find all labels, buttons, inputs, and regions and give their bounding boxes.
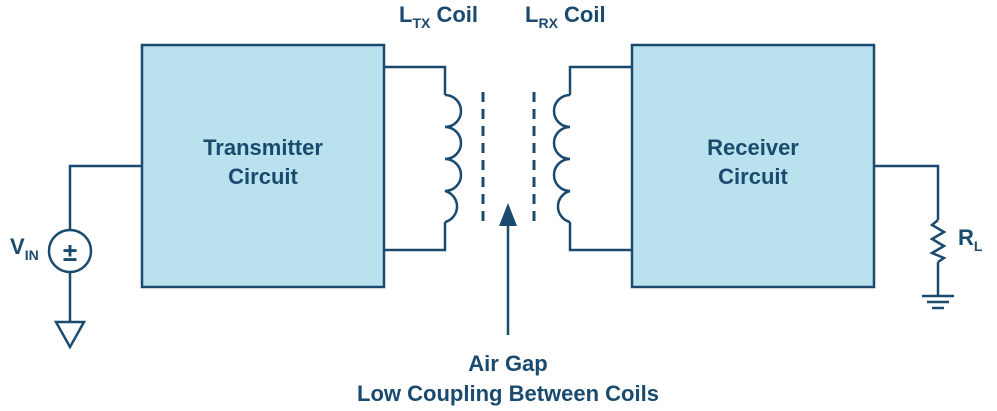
receiver-circuit-block: Receiver Circuit [630,43,876,289]
ground-triangle-icon [53,320,87,350]
rx-coil-inductor-icon [552,93,571,224]
tx-coil-inductor-icon [444,93,463,224]
transmitter-label-line2: Circuit [228,164,298,189]
load-label: RL [958,225,983,254]
ground-icon [922,294,954,310]
tx-coil-label: LTX Coil [399,2,478,31]
load-wiring [874,164,940,296]
source-wiring [68,164,142,322]
air-gap-caption-line2: Low Coupling Between Coils [357,381,659,406]
receiver-label-line1: Receiver [707,135,799,160]
source-label: VIN [10,234,39,263]
transmitter-label-line1: Transmitter [203,135,323,160]
receiver-label-line2: Circuit [718,164,788,189]
air-gap-arrow-icon [499,203,517,335]
svg-text:±: ± [63,237,77,267]
transmitter-circuit-block: Transmitter Circuit [140,43,386,289]
voltage-source-icon: ± [47,228,93,274]
air-gap-caption-line1: Air Gap [468,351,547,376]
rx-coil-wiring [568,65,632,252]
resistor-icon [929,219,947,264]
rx-coil-label: LRX Coil [525,2,606,31]
tx-coil-wiring [384,65,447,252]
